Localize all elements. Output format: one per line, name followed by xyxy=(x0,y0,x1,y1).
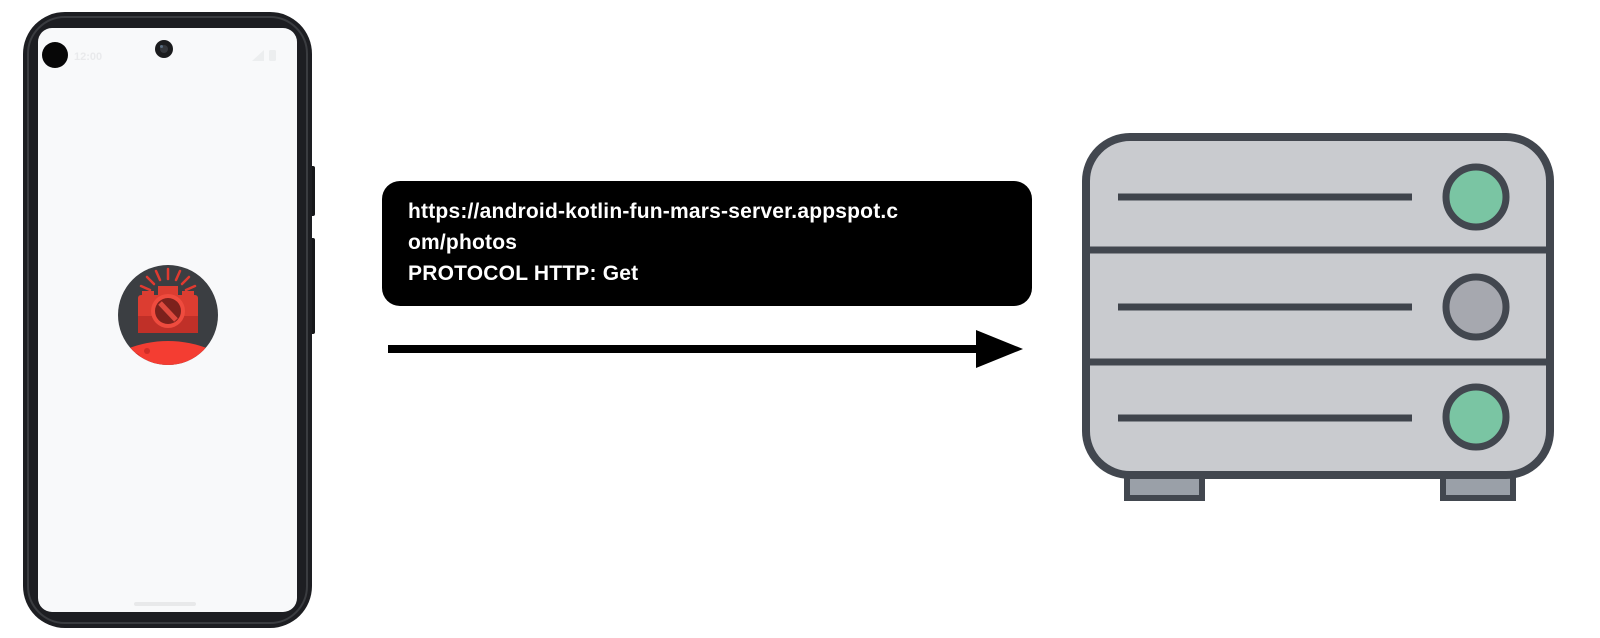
status-light-1 xyxy=(1442,163,1510,231)
request-arrow xyxy=(388,330,1023,368)
status-light-3 xyxy=(1442,383,1510,451)
server-row-1 xyxy=(1118,163,1510,231)
request-protocol-line: PROTOCOL HTTP: Get xyxy=(408,262,639,285)
request-url-line-2: om/photos xyxy=(408,231,518,254)
battery-icon xyxy=(269,50,276,61)
front-camera-icon xyxy=(155,40,173,58)
request-url-line-1: https://android-kotlin-fun-mars-server.a… xyxy=(408,200,899,223)
camera-flash-rays xyxy=(139,267,197,292)
signal-icon xyxy=(252,50,264,61)
status-time: 12:00 xyxy=(74,51,102,63)
status-light-2 xyxy=(1442,273,1510,341)
server-row-3 xyxy=(1118,383,1510,451)
server-illustration xyxy=(1082,133,1554,501)
arrow-head-icon xyxy=(976,330,1023,368)
phone-illustration: 12:00 xyxy=(23,12,315,628)
status-dot-icon xyxy=(42,42,68,68)
mars-photos-app-icon xyxy=(118,265,218,365)
home-indicator xyxy=(134,602,196,606)
server-row-2 xyxy=(1118,273,1510,341)
http-request-box: https://android-kotlin-fun-mars-server.a… xyxy=(382,181,1032,306)
phone-frame-highlight xyxy=(27,16,308,624)
camera-icon xyxy=(138,286,198,333)
